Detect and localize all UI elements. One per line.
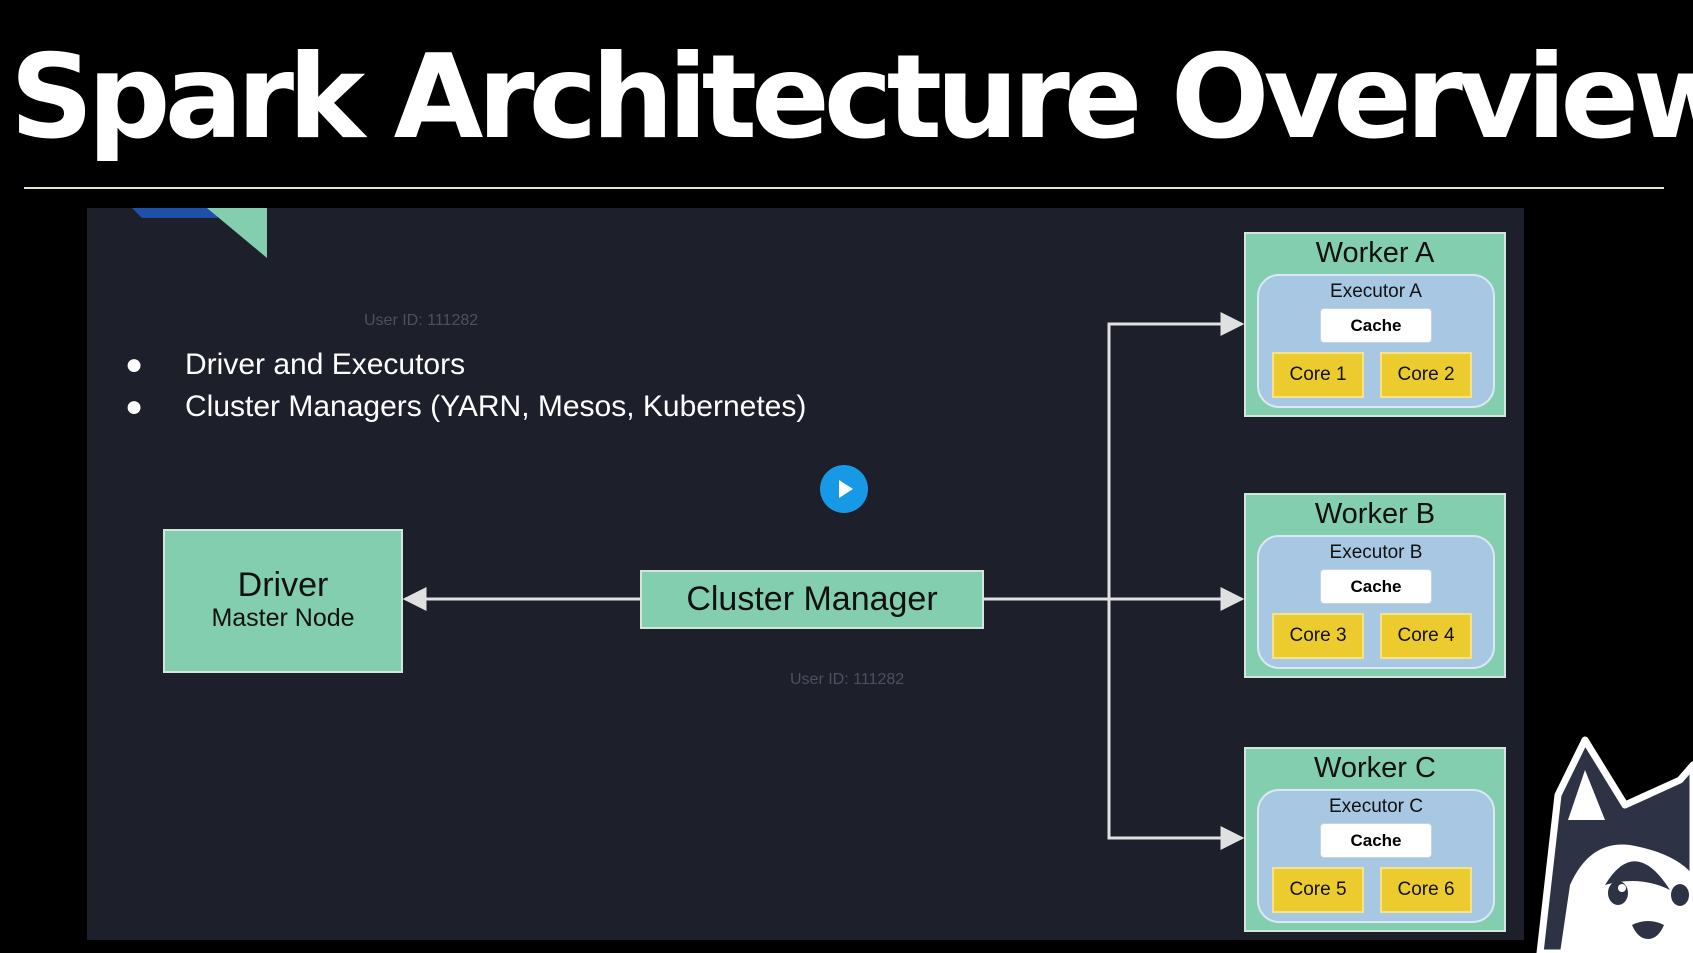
core-box: Core 1 [1272,352,1364,398]
watermark-center: User ID: 111282 [790,671,905,688]
husky-mascot-icon [1536,736,1693,953]
executor-box: Executor B Cache Core 3 Core 4 [1257,535,1495,669]
worker-c-node: Worker C Executor C Cache Core 5 Core 6 [1244,747,1506,932]
cache-box: Cache [1320,569,1432,604]
arrow-to-worker-c [1107,599,1245,850]
watermark-top: User ID: 111282 [364,312,479,329]
bullet-item: ●Cluster Managers (YARN, Mesos, Kubernet… [125,390,807,423]
core-box: Core 5 [1272,867,1364,913]
cache-box: Cache [1320,308,1432,343]
core-box: Core 2 [1380,352,1472,398]
worker-title: Worker B [1314,498,1436,530]
worker-b-node: Worker B Executor B Cache Core 3 Core 4 [1244,493,1506,678]
title-divider [24,187,1664,189]
executor-title: Executor A [1330,281,1422,302]
bullet-list: ●Driver and Executors ●Cluster Managers … [125,344,806,428]
executor-title: Executor B [1329,542,1423,563]
play-icon [839,480,853,498]
driver-node: Driver Master Node [163,529,403,673]
slide-content: User ID: 111282 ●Driver and Executors ●C… [87,208,1524,940]
cache-box: Cache [1320,823,1432,858]
cluster-manager-node: Cluster Manager [640,570,984,629]
executor-box: Executor A Cache Core 1 Core 2 [1257,274,1495,408]
page-title: Spark Architecture Overview [10,30,1693,165]
core-box: Core 6 [1380,867,1472,913]
corner-decoration [132,208,267,258]
worker-title: Worker A [1315,237,1435,269]
play-button[interactable] [820,465,868,513]
connector-arrows [402,312,1245,850]
bullet-item: ●Driver and Executors [125,348,466,381]
worker-title: Worker C [1314,752,1436,784]
driver-title: Driver [237,566,329,604]
core-box: Core 4 [1380,613,1472,659]
arrow-to-worker-a [1107,312,1245,599]
executor-title: Executor C [1329,796,1423,817]
core-box: Core 3 [1272,613,1364,659]
worker-a-node: Worker A Executor A Cache Core 1 Core 2 [1244,232,1506,417]
executor-box: Executor C Cache Core 5 Core 6 [1257,789,1495,923]
driver-subtitle: Master Node [211,604,355,632]
